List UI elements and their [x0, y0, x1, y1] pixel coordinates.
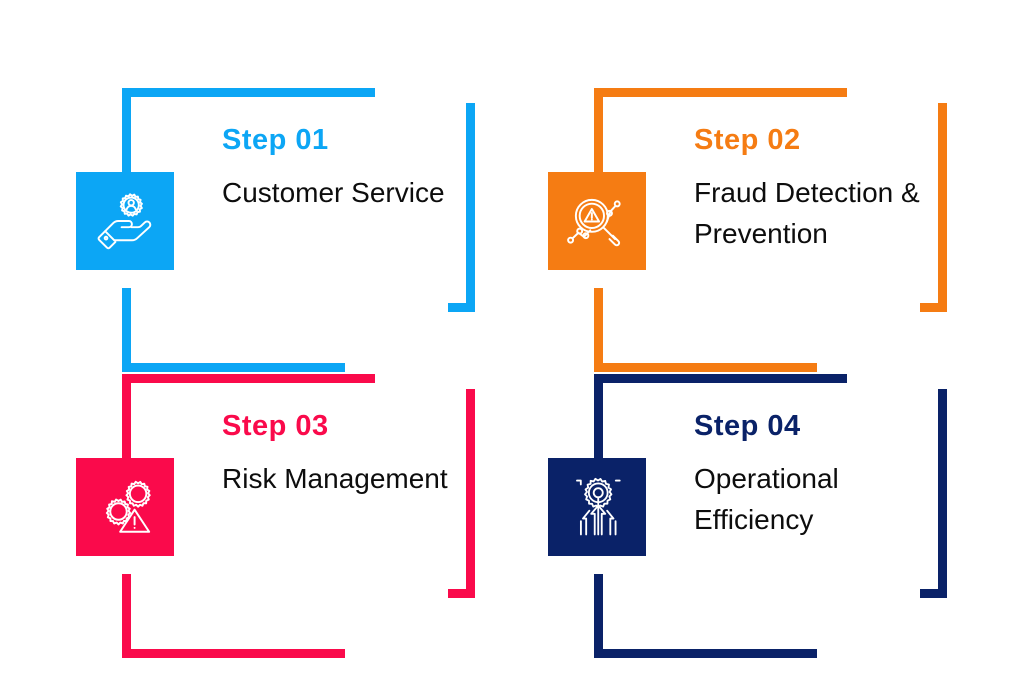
step-title: Risk Management [222, 463, 448, 494]
bracket-right-foot [920, 589, 947, 598]
hand-holding-gear-user-icon [92, 188, 158, 254]
step-label: Step 04 [694, 410, 801, 442]
bracket-left-upper [122, 374, 131, 458]
bracket-left-lower [594, 288, 603, 372]
bracket-top-rule [594, 88, 847, 97]
bracket-right-bar [938, 103, 947, 312]
step-card-1[interactable]: Step 01 Customer Service [62, 80, 532, 380]
bracket-bottom-rule [594, 363, 817, 372]
step-label: Step 02 [694, 124, 801, 156]
step-label: Step 01 [222, 124, 329, 156]
bracket-left-lower [594, 574, 603, 658]
step-text-block: Step 02 Fraud Detection & Prevention [694, 126, 934, 254]
bracket-right-bar [466, 103, 475, 312]
step-title: Fraud Detection & Prevention [694, 177, 920, 249]
step-icon-tile [76, 172, 174, 270]
step-icon-tile [548, 172, 646, 270]
bracket-bottom-rule [594, 649, 817, 658]
step-card-4[interactable]: Step 04 Operational Efficiency [534, 366, 1004, 666]
step-title: Operational Efficiency [694, 463, 839, 535]
bracket-top-rule [122, 374, 375, 383]
step-card-3[interactable]: Step 03 Risk Management [62, 366, 532, 666]
step-icon-tile [76, 458, 174, 556]
bracket-right-bar [938, 389, 947, 598]
gears-warning-triangle-icon [92, 474, 158, 540]
bracket-top-rule [122, 88, 375, 97]
magnifier-warning-analytics-icon [564, 188, 630, 254]
step-title: Customer Service [222, 177, 445, 208]
bracket-right-foot [448, 589, 475, 598]
bracket-bottom-rule [122, 649, 345, 658]
bracket-left-lower [122, 574, 131, 658]
step-card-2[interactable]: Step 02 Fraud Detection & Prevention [534, 80, 1004, 380]
bracket-right-foot [448, 303, 475, 312]
bracket-left-upper [594, 88, 603, 172]
bracket-bottom-rule [122, 363, 345, 372]
step-text-block: Step 03 Risk Management [222, 412, 462, 500]
gear-upward-arrows-icon [564, 474, 630, 540]
bracket-top-rule [594, 374, 847, 383]
step-text-block: Step 04 Operational Efficiency [694, 412, 934, 540]
bracket-left-upper [122, 88, 131, 172]
bracket-right-foot [920, 303, 947, 312]
bracket-left-lower [122, 288, 131, 372]
bracket-right-bar [466, 389, 475, 598]
bracket-left-upper [594, 374, 603, 458]
step-text-block: Step 01 Customer Service [222, 126, 462, 214]
step-icon-tile [548, 458, 646, 556]
step-label: Step 03 [222, 410, 329, 442]
